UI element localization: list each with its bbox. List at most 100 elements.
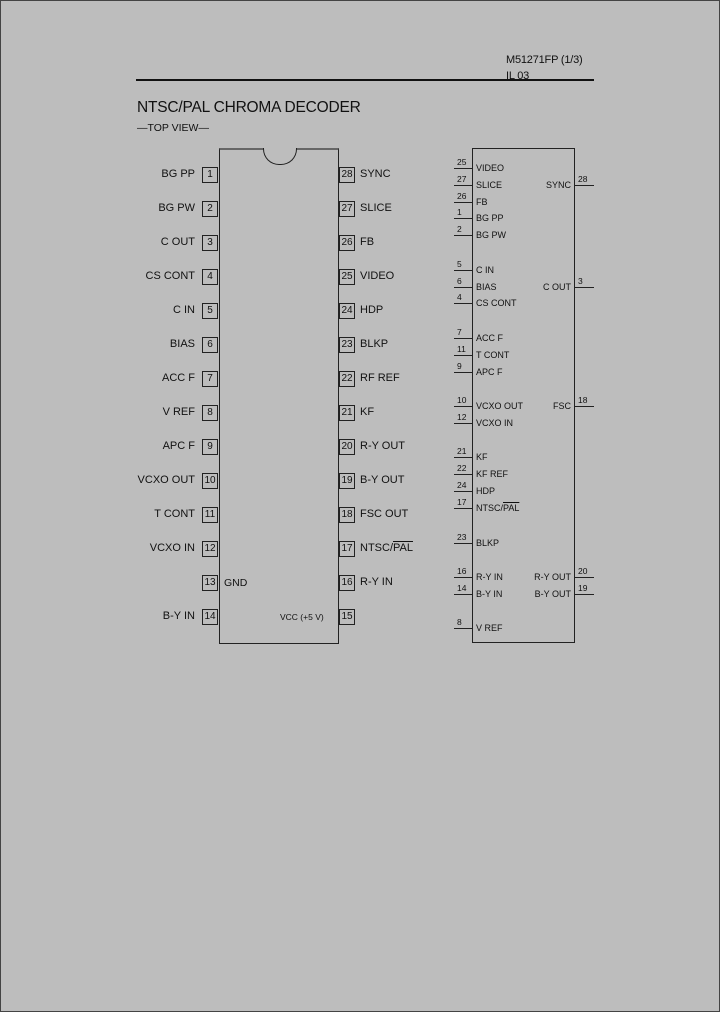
block-pin-num-9: 9 xyxy=(457,361,462,371)
block-pin-label-27: SLICE xyxy=(476,180,503,190)
dip-pin-label-21: KF xyxy=(360,406,375,418)
dip-package xyxy=(219,148,339,644)
dip-pin-3: 3 xyxy=(202,235,218,251)
block-pin-line-17 xyxy=(454,508,472,509)
dip-pin-21: 21 xyxy=(339,405,355,421)
dip-pin-7: 7 xyxy=(202,371,218,387)
block-pin-line-11 xyxy=(454,355,472,356)
dip-pin-label-6: BIAS xyxy=(169,338,195,350)
dip-pin-label-27: SLICE xyxy=(360,202,392,214)
dip-pin-15: 15 xyxy=(339,609,355,625)
block-pin-label-10: VCXO OUT xyxy=(476,401,524,411)
block-pin-line-27 xyxy=(454,185,472,186)
dip-pin-label-2: BG PW xyxy=(158,202,195,214)
dip-pin-11: 11 xyxy=(202,507,218,523)
block-pin-line-21 xyxy=(454,457,472,458)
block-pin-label-9: APC F xyxy=(476,367,503,377)
dip-pin-20: 20 xyxy=(339,439,355,455)
block-pin-line-19 xyxy=(574,594,594,595)
block-pin-label-18: FSC xyxy=(553,401,571,411)
block-pin-label-3: C OUT xyxy=(543,282,571,292)
dip-pin-label-24: HDP xyxy=(360,304,384,316)
block-pin-label-12: VCXO IN xyxy=(476,418,514,428)
block-pin-num-7: 7 xyxy=(457,327,462,337)
dip-pin-16: 16 xyxy=(339,575,355,591)
block-pin-num-20: 20 xyxy=(578,566,588,576)
dip-pin-label-19: B-Y OUT xyxy=(360,474,405,486)
block-pin-line-16 xyxy=(454,577,472,578)
dip-pin-23: 23 xyxy=(339,337,355,353)
dip-pin-8: 8 xyxy=(202,405,218,421)
block-pin-num-14: 14 xyxy=(457,583,467,593)
block-pin-label-20: R-Y OUT xyxy=(534,572,571,582)
block-pin-line-9 xyxy=(454,372,472,373)
block-pin-line-28 xyxy=(574,185,594,186)
dip-pin-label-25: VIDEO xyxy=(360,270,395,282)
block-pin-num-10: 10 xyxy=(457,395,467,405)
block-pin-label-19: B-Y OUT xyxy=(534,589,571,599)
block-pin-line-2 xyxy=(454,235,472,236)
block-pin-line-20 xyxy=(574,577,594,578)
block-pin-label-23: BLKP xyxy=(476,538,500,548)
block-pin-num-22: 22 xyxy=(457,463,467,473)
dip-pin-label-20: R-Y OUT xyxy=(360,440,406,452)
block-pin-num-8: 8 xyxy=(457,617,462,627)
dip-pin-27: 27 xyxy=(339,201,355,217)
package-notch xyxy=(263,148,297,165)
dip-pin-9: 9 xyxy=(202,439,218,455)
block-pin-label-25: VIDEO xyxy=(476,163,505,173)
block-pin-label-22: KF REF xyxy=(476,469,509,479)
block-pin-line-25 xyxy=(454,168,472,169)
dip-pin-17: 17 xyxy=(339,541,355,557)
dip-pin-label-11: T CONT xyxy=(154,508,195,520)
block-pin-label-21: KF xyxy=(476,452,488,462)
block-pin-label-17: NTSC/PAL xyxy=(476,503,520,513)
dip-pin-label-16: R-Y IN xyxy=(360,576,393,588)
gnd-label: GND xyxy=(224,577,248,589)
block-pin-line-1 xyxy=(454,218,472,219)
block-pin-num-21: 21 xyxy=(457,446,467,456)
block-pin-num-1: 1 xyxy=(457,207,462,217)
block-pin-label-5: C IN xyxy=(476,265,494,275)
block-pin-num-19: 19 xyxy=(578,583,588,593)
block-diagram xyxy=(472,148,575,643)
dip-pin-label-1: BG PP xyxy=(161,168,195,180)
block-pin-label-16: R-Y IN xyxy=(476,572,503,582)
block-pin-line-23 xyxy=(454,543,472,544)
dip-pin-label-22: RF REF xyxy=(360,372,400,384)
block-pin-num-4: 4 xyxy=(457,292,462,302)
dip-pin-26: 26 xyxy=(339,235,355,251)
block-pin-label-2: BG PW xyxy=(476,230,507,240)
block-pin-line-24 xyxy=(454,491,472,492)
block-pin-num-25: 25 xyxy=(457,157,467,167)
block-pin-line-3 xyxy=(574,287,594,288)
block-pin-num-24: 24 xyxy=(457,480,467,490)
block-pin-line-8 xyxy=(454,628,472,629)
block-pin-line-26 xyxy=(454,202,472,203)
overline-text: PAL xyxy=(503,503,520,513)
block-pin-line-22 xyxy=(454,474,472,475)
block-pin-num-27: 27 xyxy=(457,174,467,184)
dip-pin-10: 10 xyxy=(202,473,218,489)
dip-pin-24: 24 xyxy=(339,303,355,319)
dip-pin-22: 22 xyxy=(339,371,355,387)
block-pin-num-5: 5 xyxy=(457,259,462,269)
block-pin-label-24: HDP xyxy=(476,486,496,496)
block-pin-num-26: 26 xyxy=(457,191,467,201)
dip-pin-14: 14 xyxy=(202,609,218,625)
dip-pin-label-8: V REF xyxy=(162,406,195,418)
block-pin-line-12 xyxy=(454,423,472,424)
block-pin-label-26: FB xyxy=(476,197,488,207)
block-pin-line-18 xyxy=(574,406,594,407)
block-pin-label-11: T CONT xyxy=(476,350,510,360)
header-rule xyxy=(136,79,594,81)
dip-pin-label-18: FSC OUT xyxy=(360,508,409,520)
dip-pin-13: 13 xyxy=(202,575,218,591)
part-number: M51271FP (1/3) xyxy=(506,54,583,66)
block-pin-num-2: 2 xyxy=(457,224,462,234)
block-pin-label-6: BIAS xyxy=(476,282,497,292)
dip-pin-label-9: APC F xyxy=(162,440,195,452)
dip-pin-label-5: C IN xyxy=(173,304,195,316)
block-pin-num-28: 28 xyxy=(578,174,588,184)
